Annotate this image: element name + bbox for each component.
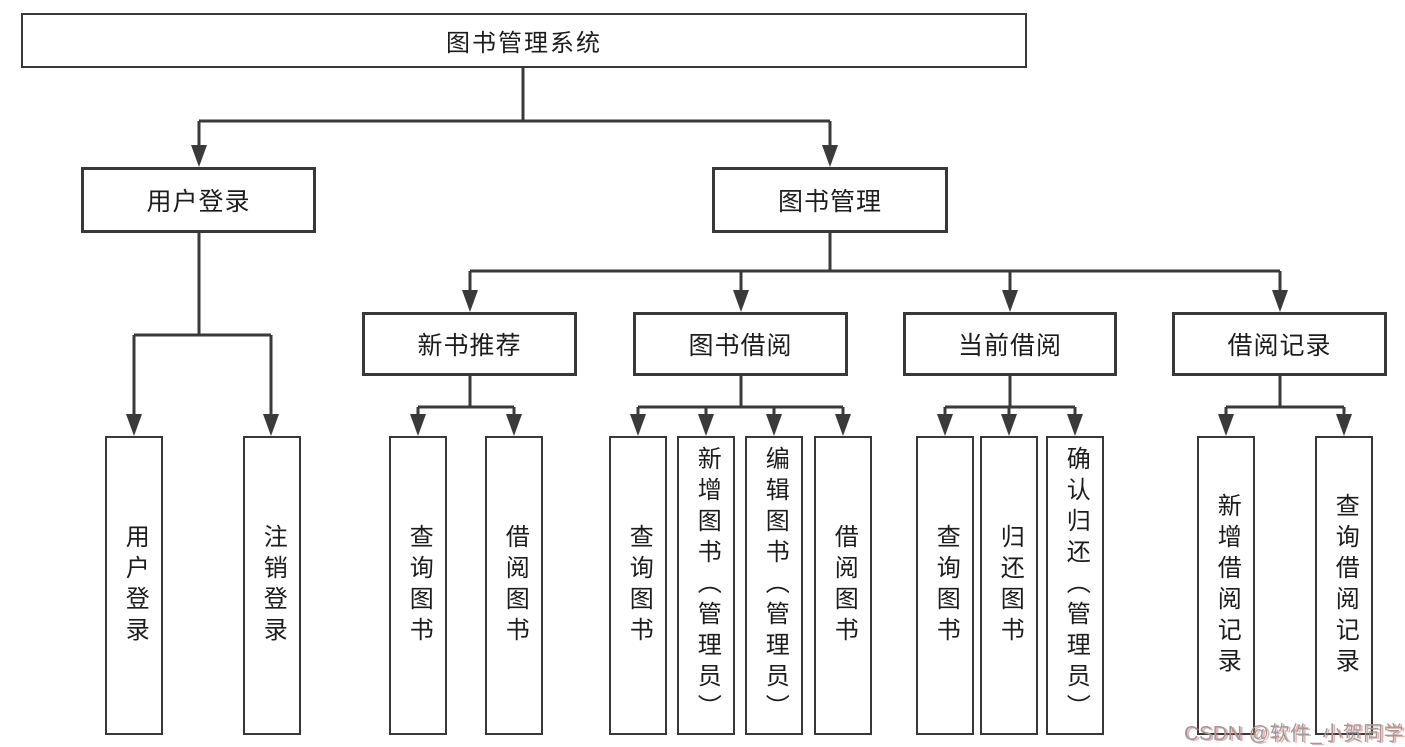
node-current-borrowing: 当前借阅: [903, 312, 1117, 376]
node-newbook-borrow-books: 借阅图书: [485, 436, 543, 735]
node-label: 编辑图书（管理员）: [761, 446, 789, 725]
connector: [943, 376, 1077, 418]
arrow-down-icon: [766, 414, 782, 436]
connector: [1224, 376, 1346, 418]
node-user-login-module: 用户登录: [81, 167, 316, 233]
node-book-borrowing: 图书借阅: [633, 312, 848, 376]
node-current-return-books: 归还图书: [980, 436, 1038, 735]
node-label: 查询图书: [932, 523, 960, 648]
arrow-down-icon: [1336, 414, 1352, 436]
node-label: 用户登录: [121, 523, 149, 648]
node-current-query-books: 查询图书: [916, 436, 974, 735]
node-label: 当前借阅: [957, 332, 1062, 360]
node-label: 新增图书（管理员）: [693, 446, 721, 725]
arrow-down-icon: [126, 414, 142, 436]
node-label: 借阅图书: [830, 523, 858, 648]
connector: [416, 376, 516, 418]
node-label: 查询图书: [405, 523, 433, 648]
node-records-add-borrow-record: 新增借阅记录: [1197, 436, 1255, 735]
node-label: 图书管理: [777, 188, 882, 216]
arrow-down-icon: [822, 145, 838, 167]
arrow-down-icon: [630, 414, 646, 436]
csdn-watermark: CSDN @软件_小贺同学: [1184, 723, 1405, 745]
arrow-down-icon: [937, 414, 953, 436]
arrow-down-icon: [506, 414, 522, 436]
node-label: 确认归还（管理员）: [1062, 446, 1090, 725]
arrow-down-icon: [462, 290, 478, 312]
node-current-confirm-return-admin: 确认归还（管理员）: [1046, 436, 1104, 735]
node-label: 图书管理系统: [446, 30, 602, 57]
node-login: 用户登录: [105, 436, 163, 735]
connector: [636, 376, 845, 418]
node-label: 归还图书: [996, 523, 1024, 648]
arrow-down-icon: [698, 414, 714, 436]
node-borrowing-add-books-admin: 新增图书（管理员）: [677, 436, 735, 735]
node-label: 用户登录: [146, 188, 251, 216]
arrow-down-icon: [263, 414, 279, 436]
node-logout: 注销登录: [243, 436, 301, 735]
node-label: 新书推荐: [417, 332, 522, 360]
node-label: 注销登录: [259, 523, 287, 648]
arrow-down-icon: [1067, 414, 1083, 436]
node-label: 借阅图书: [501, 523, 529, 648]
arrow-down-icon: [191, 145, 207, 167]
node-new-book-recommendation: 新书推荐: [362, 312, 577, 376]
node-borrowing-borrow-books: 借阅图书: [814, 436, 872, 735]
arrow-down-icon: [410, 414, 426, 436]
connector: [468, 233, 1282, 294]
arrow-down-icon: [1001, 414, 1017, 436]
node-borrowing-edit-books-admin: 编辑图书（管理员）: [745, 436, 803, 735]
node-library-management-system: 图书管理系统: [21, 13, 1027, 68]
connector: [197, 68, 832, 149]
node-book-management-module: 图书管理: [712, 167, 948, 233]
node-newbook-query-books: 查询图书: [389, 436, 447, 735]
arrow-down-icon: [1272, 290, 1288, 312]
arrow-down-icon: [835, 414, 851, 436]
node-records-query-borrow-record: 查询借阅记录: [1315, 436, 1373, 735]
arrow-down-icon: [733, 290, 749, 312]
connector: [132, 233, 273, 418]
node-label: 图书借阅: [688, 332, 793, 360]
node-label: 查询图书: [625, 523, 653, 648]
node-borrowing-query-books: 查询图书: [609, 436, 667, 735]
node-label: 借阅记录: [1227, 332, 1332, 360]
arrow-down-icon: [1002, 290, 1018, 312]
node-borrowing-records: 借阅记录: [1172, 312, 1387, 376]
node-label: 查询借阅记录: [1331, 492, 1359, 679]
node-label: 新增借阅记录: [1213, 492, 1241, 679]
arrow-down-icon: [1218, 414, 1234, 436]
